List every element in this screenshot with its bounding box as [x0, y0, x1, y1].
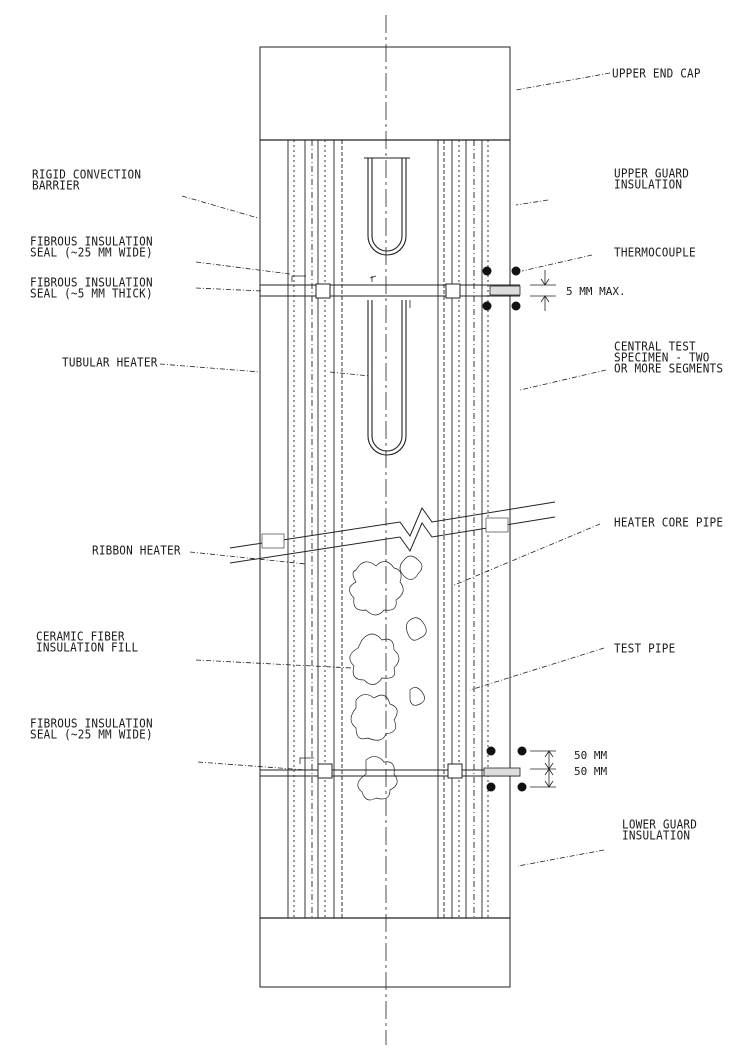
leader-fibrous-seal-wide-top [195, 261, 291, 275]
leader-fibrous-seal-thick [195, 287, 263, 292]
label-line: UPPER GUARD [614, 165, 690, 181]
dimension-marks [530, 270, 556, 788]
thermocouple-dot [482, 301, 492, 311]
lower-seal-band [260, 757, 521, 779]
label-line: SEAL (~25 MM WIDE) [30, 244, 153, 260]
dimension-tc-spacing-upper: 50 MM [574, 749, 608, 762]
dimension-tc-spacing-lower: 50 MM [574, 765, 608, 778]
dimension-gap-max: 5 MM MAX. [566, 285, 626, 298]
label-line: CERAMIC FIBER [36, 628, 125, 644]
label-line: SEAL (~5 MM THICK) [30, 285, 153, 301]
label-fibrous-seal-wide-top: FIBROUS INSULATION SEAL (~25 MM WIDE) [30, 233, 153, 260]
thermocouple-dot [482, 266, 492, 276]
label-central-test-specimen: CENTRAL TEST SPECIMEN - TWO OR MORE SEGM… [614, 338, 724, 376]
leader-lower-guard-insulation [517, 849, 605, 867]
label-upper-end-cap: UPPER END CAP [612, 65, 701, 81]
thermocouple-dots [482, 266, 527, 792]
break-lines [229, 501, 556, 564]
upper-tubular-heater [364, 157, 410, 256]
label-thermocouple: THERMOCOUPLE [614, 244, 696, 260]
thermocouple-dot [517, 782, 527, 792]
label-line: FIBROUS INSULATION [30, 715, 153, 731]
label-tubular-heater: TUBULAR HEATER [62, 354, 158, 370]
leader-fibrous-seal-wide-bottom [197, 761, 307, 771]
label-test-pipe: TEST PIPE [614, 640, 676, 656]
leader-ribbon-heater [189, 551, 307, 565]
label-fibrous-seal-wide-bottom: FIBROUS INSULATION SEAL (~25 MM WIDE) [30, 715, 153, 742]
label-line: FIBROUS INSULATION [30, 274, 153, 290]
label-line: FIBROUS INSULATION [30, 233, 153, 249]
label-upper-guard-insulation: UPPER GUARD INSULATION [614, 165, 690, 192]
label-line: SEAL (~25 MM WIDE) [30, 726, 153, 742]
label-line: CENTRAL TEST [614, 338, 696, 354]
label-line: SPECIMEN - TWO [614, 349, 710, 365]
label-line: BARRIER [32, 177, 80, 193]
leader-heater-core-pipe [451, 523, 601, 587]
thermocouple-dot [486, 746, 496, 756]
leader-lines [159, 72, 611, 867]
thermocouple-dot [511, 301, 521, 311]
label-line: INSULATION [614, 176, 683, 192]
label-ceramic-fiber-fill: CERAMIC FIBER INSULATION FILL [36, 628, 139, 655]
label-line: INSULATION [622, 827, 691, 843]
label-fibrous-seal-thick: FIBROUS INSULATION SEAL (~5 MM THICK) [30, 274, 153, 301]
label-line: RIGID CONVECTION [32, 166, 142, 182]
thermocouple-dot [511, 266, 521, 276]
thermocouple-dot [517, 746, 527, 756]
label-ribbon-heater: RIBBON HEATER [92, 542, 181, 558]
label-heater-core-pipe: HEATER CORE PIPE [614, 514, 724, 530]
leader-central-test-specimen [519, 369, 607, 391]
label-lower-guard-insulation: LOWER GUARD INSULATION [622, 816, 698, 843]
left-column-walls [287, 140, 343, 918]
thermocouple-dot [486, 782, 496, 792]
label-rigid-convection-barrier: RIGID CONVECTION BARRIER [32, 166, 142, 193]
leader-tubular-heater [159, 363, 261, 373]
label-line: INSULATION FILL [36, 639, 139, 655]
leader-test-pipe [469, 647, 605, 691]
leader-upper-guard-insulation [515, 199, 549, 206]
label-line: OR MORE SEGMENTS [614, 360, 724, 376]
leader-ceramic-fiber-fill [195, 659, 353, 669]
label-line: LOWER GUARD [622, 816, 698, 832]
leader-rigid-convection-barrier [181, 195, 259, 219]
leader-tubular-heater-2 [329, 371, 371, 377]
ceramic-fiber-fill [349, 555, 427, 801]
outer-frame [259, 46, 511, 988]
upper-seal-band [260, 275, 521, 308]
lower-tubular-heater [367, 300, 407, 456]
leader-upper-end-cap [515, 72, 611, 91]
leader-thermocouple [521, 254, 593, 272]
